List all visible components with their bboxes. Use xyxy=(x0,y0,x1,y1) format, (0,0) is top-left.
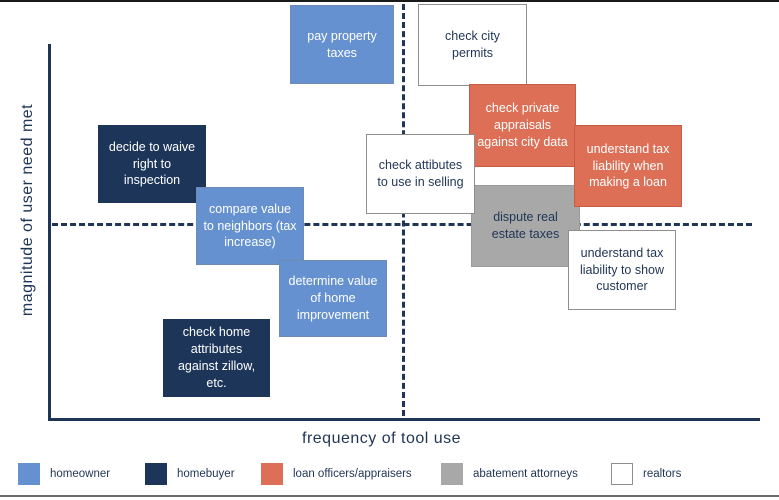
legend-swatch-homeowner xyxy=(18,463,40,485)
legend-swatch-homebuyer xyxy=(145,463,167,485)
bottom-rule xyxy=(0,495,779,497)
box-dispute-real-estate-taxes: dispute real estate taxes xyxy=(471,185,580,267)
box-check-attributes-zillow: check home attributes against zillow, et… xyxy=(163,319,270,397)
y-axis-line xyxy=(48,44,51,420)
box-tax-liability-customer: understand tax liability to show custome… xyxy=(568,230,676,310)
box-check-private-appraisals: check private appraisals against city da… xyxy=(469,84,576,167)
box-determine-value-home-improvement: determine value of home improvement xyxy=(279,260,387,337)
y-axis-label: magnitude of user need met xyxy=(19,103,36,317)
box-check-attributes-selling: check attibutes to use in selling xyxy=(366,134,475,214)
legend-swatch-realtors xyxy=(611,463,633,485)
legend-label-realtors: realtors xyxy=(643,468,682,480)
box-compare-value-to-neighbors: compare value to neighbors (tax increase… xyxy=(196,187,304,265)
top-rule xyxy=(0,0,779,2)
legend-swatch-abatement-attorneys xyxy=(441,463,463,485)
legend-label-homeowner: homeowner xyxy=(50,468,111,480)
legend-label-abatement-attorneys: abatement attorneys xyxy=(473,468,578,480)
x-axis-label: frequency of tool use xyxy=(302,430,462,447)
box-pay-property-taxes: pay property taxes xyxy=(290,5,394,84)
x-axis-line xyxy=(48,418,760,421)
box-check-city-permits: check city permits xyxy=(418,4,527,86)
box-decide-to-waive-inspection: decide to waive right to inspection xyxy=(98,125,206,203)
legend-label-loan-officers: loan officers/appraisers xyxy=(293,468,412,480)
legend-label-homebuyer: homebuyer xyxy=(177,468,235,480)
legend-swatch-loan-officers xyxy=(261,463,283,485)
box-tax-liability-loan: understand tax liability when making a l… xyxy=(574,125,682,207)
